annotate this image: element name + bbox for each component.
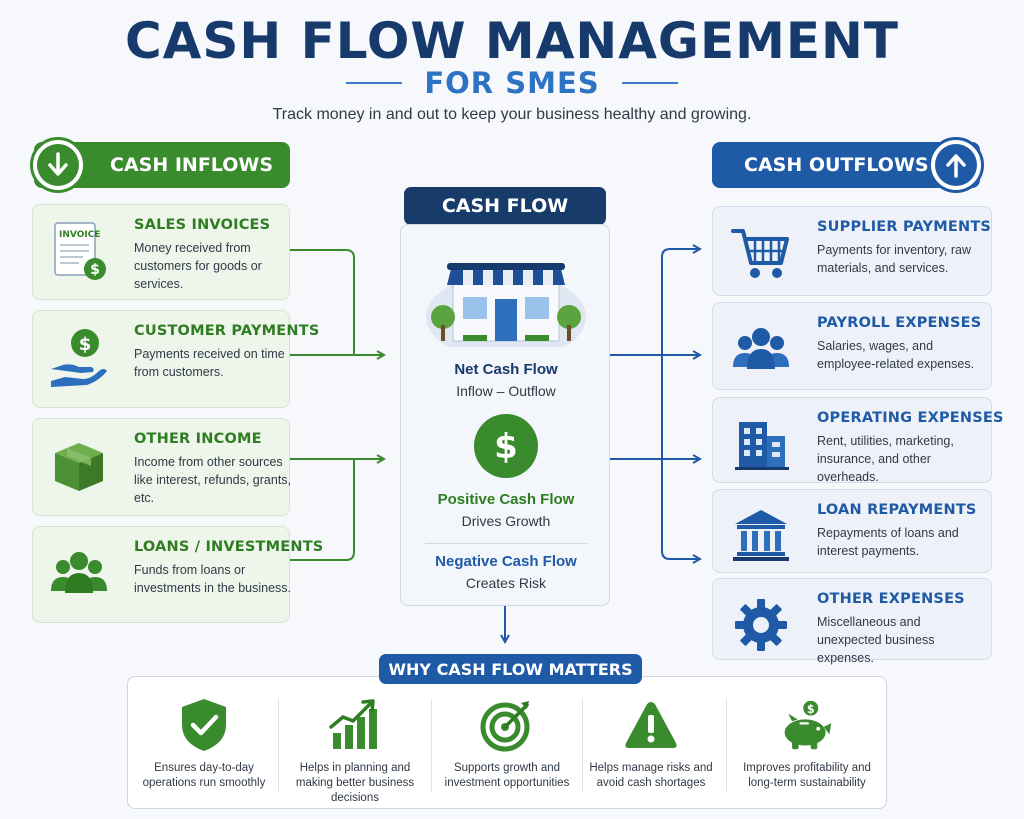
- growth-chart-icon: [327, 697, 383, 753]
- net-cash-flow-formula: Inflow – Outflow: [456, 383, 556, 399]
- outflow-card-payroll-expenses: PAYROLL EXPENSES Salaries, wages, and em…: [712, 302, 992, 390]
- cash-inflows-banner: CASH INFLOWS: [30, 137, 290, 193]
- hand-dollar-icon: $: [47, 325, 111, 389]
- why-item-planning: Helps in planning and making better busi…: [284, 677, 426, 810]
- tagline: Track money in and out to keep your busi…: [272, 106, 752, 123]
- outflow-desc: Payments for inventory, raw materials, a…: [817, 243, 971, 275]
- subtitle-rule-left: [346, 82, 403, 84]
- subtitle-rule-right: [621, 82, 678, 84]
- outflow-card-loan-repayments: LOAN REPAYMENTS Repayments of loans and …: [712, 489, 992, 573]
- inflow-card-sales-invoices: INVOICE $ SALES INVOICES Money received …: [32, 204, 290, 300]
- group-icon: [47, 541, 111, 605]
- inflow-title: OTHER INCOME: [134, 431, 262, 447]
- outflow-connectors: [505, 249, 700, 642]
- svg-text:$: $: [79, 334, 92, 355]
- connector-sales-invoices: [290, 249, 356, 356]
- negative-cash-flow-title: Negative Cash Flow: [435, 553, 577, 570]
- outflow-desc: Miscellaneous and unexpected business ex…: [817, 615, 935, 665]
- why-item-operations: Ensures day-to-day operations run smooth…: [134, 677, 274, 810]
- outflow-title: PAYROLL EXPENSES: [817, 315, 982, 331]
- svg-text:$: $: [807, 703, 815, 716]
- outflow-card-operating-expenses: OPERATING EXPENSES Rent, utilities, mark…: [712, 397, 1003, 484]
- why-cash-flow-matters-box: Ensures day-to-day operations run smooth…: [127, 676, 887, 809]
- outflow-desc: Rent, utilities, marketing, insurance, a…: [817, 434, 954, 484]
- target-icon: [479, 697, 535, 753]
- page-subtitle: FOR SMES: [424, 66, 600, 100]
- page-title: CASH FLOW MANAGEMENT: [124, 12, 899, 70]
- arrow-up-icon: [928, 137, 984, 193]
- why-item-risk: Helps manage risks and avoid cash shorta…: [580, 677, 722, 810]
- store-icon: [423, 243, 589, 361]
- inflow-title: CUSTOMER PAYMENTS: [134, 323, 320, 339]
- why-text: Helps manage risks and avoid cash shorta…: [589, 762, 713, 789]
- why-text: Helps in planning and making better busi…: [295, 762, 415, 804]
- cash-inflows-label: CASH INFLOWS: [110, 154, 274, 176]
- gear-icon: [729, 593, 793, 657]
- positive-cash-flow-title: Positive Cash Flow: [437, 491, 575, 508]
- warning-icon: [623, 697, 679, 753]
- cart-icon: [729, 221, 793, 285]
- inflow-desc: Money received from customers for goods …: [134, 241, 262, 291]
- svg-text:$: $: [90, 262, 100, 278]
- negative-cash-flow-desc: Creates Risk: [465, 575, 547, 591]
- why-text: Improves profitability and long-term sus…: [743, 762, 871, 789]
- inflow-connectors: [290, 249, 384, 561]
- outflow-desc: Repayments of loans and interest payment…: [817, 526, 959, 558]
- why-item-profitability: $ Improves profitability and long-term s…: [732, 677, 882, 810]
- dollar-coin-icon: $: [473, 413, 539, 484]
- inflow-desc: Income from other sources like interest,…: [134, 455, 292, 505]
- why-divider: [278, 699, 279, 791]
- people-icon: [729, 317, 793, 381]
- cash-flow-label: CASH FLOW: [404, 187, 606, 225]
- outflow-title: LOAN REPAYMENTS: [817, 502, 977, 518]
- inflow-desc: Payments received on time from customers…: [134, 347, 285, 379]
- positive-cash-flow-desc: Drives Growth: [461, 513, 551, 529]
- why-divider: [726, 699, 727, 791]
- inflow-card-customer-payments: $ CUSTOMER PAYMENTS Payments received on…: [32, 310, 319, 408]
- cash-outflows-banner: CASH OUTFLOWS: [712, 137, 984, 193]
- box-icon: [47, 433, 111, 497]
- why-text: Ensures day-to-day operations run smooth…: [142, 762, 266, 789]
- subtitle-row: FOR SMES: [0, 66, 1024, 100]
- center-divider: [425, 543, 587, 544]
- outflow-title: OTHER EXPENSES: [817, 591, 965, 607]
- outflow-card-other-expenses: OTHER EXPENSES Miscellaneous and unexpec…: [712, 578, 992, 665]
- piggy-bank-icon: $: [779, 697, 835, 753]
- outflow-desc: Salaries, wages, and employee-related ex…: [817, 339, 975, 371]
- arrow-down-icon: [30, 137, 86, 193]
- inflow-title: LOANS / INVESTMENTS: [134, 539, 324, 555]
- inflow-card-other-income: OTHER INCOME Income from other sources l…: [32, 418, 291, 516]
- svg-text:$: $: [494, 427, 518, 467]
- why-item-growth: Supports growth and investment opportuni…: [436, 677, 578, 810]
- invoice-icon-text: INVOICE: [59, 230, 100, 240]
- shield-check-icon: [176, 697, 232, 753]
- bank-icon: [729, 504, 793, 568]
- cash-outflows-label: CASH OUTFLOWS: [744, 154, 929, 176]
- outflow-title: SUPPLIER PAYMENTS: [817, 219, 992, 235]
- why-divider: [431, 699, 432, 791]
- outflow-title: OPERATING EXPENSES: [817, 410, 1004, 426]
- connector-loans: [290, 459, 355, 561]
- outflow-card-supplier-payments: SUPPLIER PAYMENTS Payments for inventory…: [712, 206, 992, 296]
- building-icon: [729, 412, 793, 476]
- net-cash-flow-title: Net Cash Flow: [454, 361, 558, 378]
- why-cash-flow-matters-label: WHY CASH FLOW MATTERS: [379, 654, 642, 684]
- inflow-card-loans-investments: LOANS / INVESTMENTS Funds from loans or …: [32, 526, 323, 623]
- why-divider: [582, 699, 583, 791]
- why-text: Supports growth and investment opportuni…: [444, 762, 570, 789]
- invoice-icon: INVOICE $: [47, 219, 111, 283]
- inflow-title: SALES INVOICES: [134, 217, 271, 233]
- connector-out-trunk: [661, 248, 700, 560]
- inflow-desc: Funds from loans or investments in the b…: [134, 563, 292, 595]
- cash-flow-card: Net Cash Flow Inflow – Outflow $ Positiv…: [400, 224, 610, 606]
